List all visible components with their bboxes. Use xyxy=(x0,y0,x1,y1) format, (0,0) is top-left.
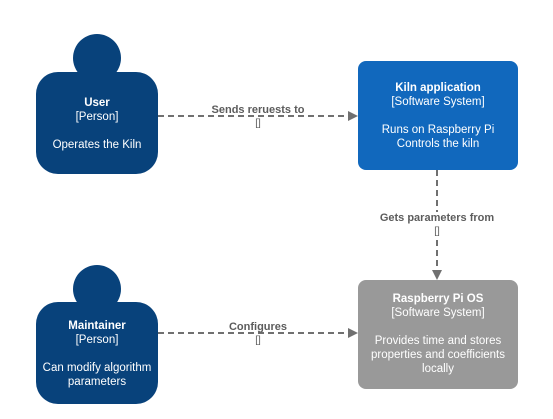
maintainer-person-shape[interactable] xyxy=(36,265,158,404)
user-head-icon xyxy=(73,34,121,82)
maintainer-description-1: Can modify algorithm xyxy=(42,362,152,374)
kiln-application-title: Kiln application xyxy=(395,82,481,94)
maintainer-type: [Person] xyxy=(75,334,119,346)
edge-maintainer-to-os-technology: [] xyxy=(255,335,261,346)
maintainer-head-icon xyxy=(73,265,121,313)
edge-maintainer-to-os-label: Configures [] xyxy=(188,321,328,347)
maintainer-body xyxy=(36,302,158,404)
edge-kiln-to-os-technology: [] xyxy=(434,226,440,237)
kiln-application-description-1: Runs on Raspberry Pi xyxy=(381,124,495,136)
user-title: User xyxy=(84,97,110,109)
raspberry-pi-os-description-3: locally xyxy=(422,363,454,375)
kiln-application-type: [Software System] xyxy=(391,96,485,108)
edge-user-to-kiln-label: Sends reruests to [] xyxy=(188,104,328,130)
edge-kiln-to-os-text: Gets parameters from xyxy=(379,212,495,224)
maintainer-title: Maintainer xyxy=(68,320,126,332)
kiln-application-description-2: Controls the kiln xyxy=(396,138,480,150)
kiln-application-box[interactable] xyxy=(358,61,518,170)
user-description: Operates the Kiln xyxy=(52,139,142,151)
user-type: [Person] xyxy=(75,111,119,123)
raspberry-pi-os-box[interactable] xyxy=(358,280,518,389)
user-label: User [Person] Operates the Kiln xyxy=(36,96,158,152)
raspberry-pi-os-title: Raspberry Pi OS xyxy=(392,293,484,305)
kiln-application-label: Kiln application [Software System] Runs … xyxy=(358,81,518,151)
raspberry-pi-os-description-2: properties and coefficients xyxy=(370,349,506,361)
user-person-shape[interactable] xyxy=(36,34,158,174)
edge-kiln-to-os-label: Gets parameters from [] xyxy=(367,212,507,238)
maintainer-label: Maintainer [Person] Can modify algorithm… xyxy=(36,319,158,389)
raspberry-pi-os-label: Raspberry Pi OS [Software System] Provid… xyxy=(358,292,518,376)
edge-user-to-kiln-technology: [] xyxy=(255,118,261,129)
maintainer-description-2: parameters xyxy=(67,376,127,388)
user-body xyxy=(36,72,158,174)
raspberry-pi-os-description-1: Provides time and stores xyxy=(374,335,502,347)
edge-user-to-kiln-text: Sends reruests to xyxy=(211,104,305,116)
raspberry-pi-os-type: [Software System] xyxy=(391,307,485,319)
edge-maintainer-to-os-text: Configures xyxy=(228,321,288,333)
